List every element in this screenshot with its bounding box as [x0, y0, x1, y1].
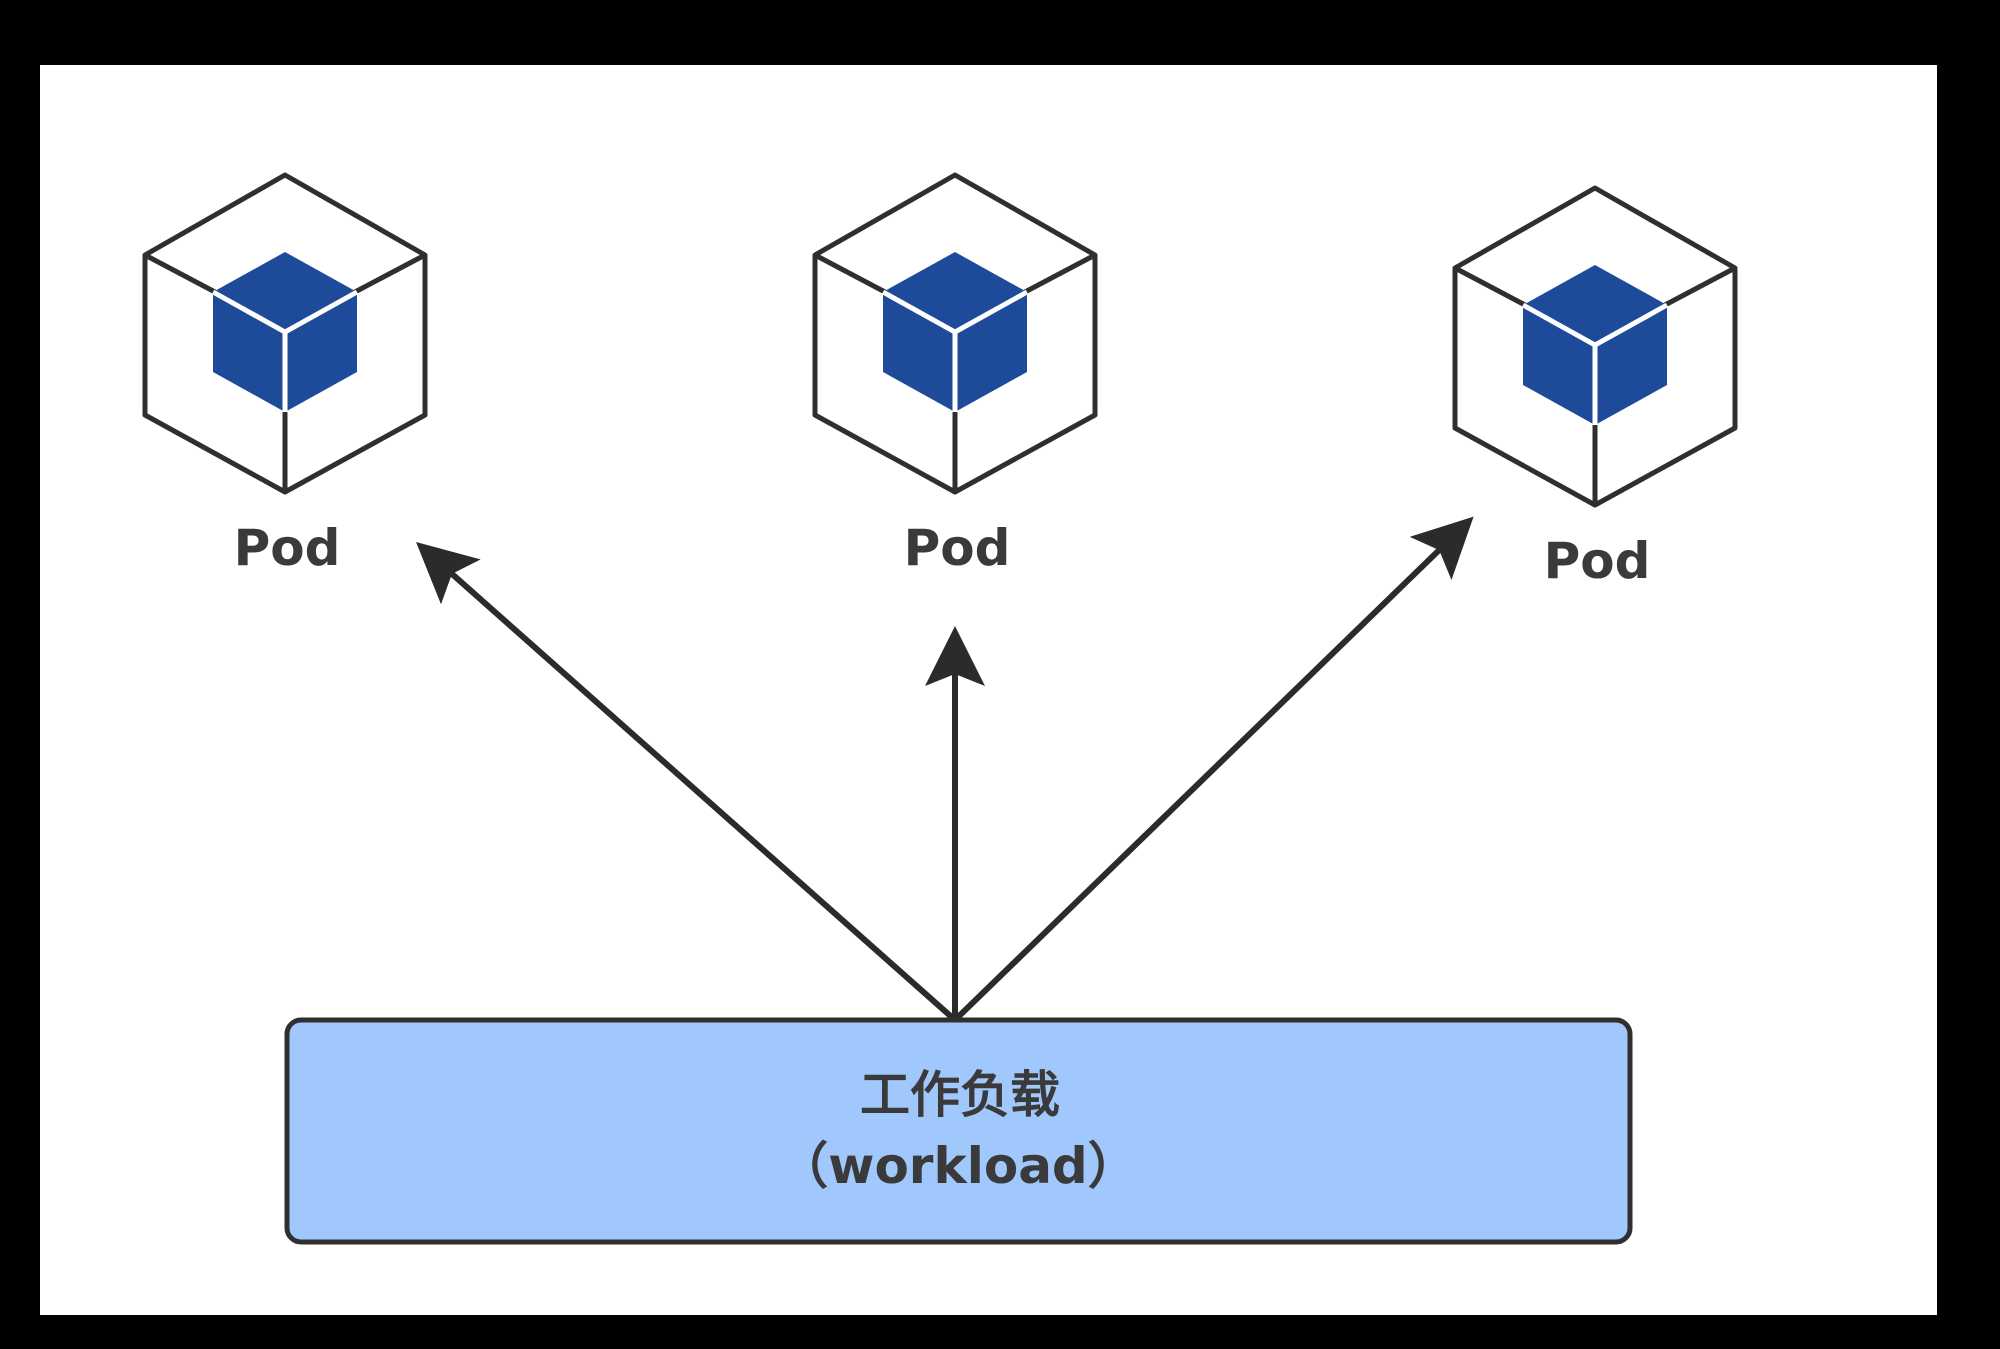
pod-label: Pod	[904, 519, 1011, 577]
arrow-to-pod-3	[952, 516, 1474, 1023]
pod-node-2: Pod	[812, 172, 1098, 577]
pod-label: Pod	[1544, 532, 1651, 590]
pod-label: Pod	[234, 519, 341, 577]
pod-node-1: Pod	[142, 172, 428, 577]
arrow-to-pod-1	[416, 542, 957, 1023]
workload-box: 工作负载 （workload）	[284, 1017, 1633, 1245]
pod-cube-icon	[142, 172, 428, 495]
workload-subtitle: （workload）	[778, 1137, 1137, 1195]
pod-cube-icon	[812, 172, 1098, 495]
pod-cube-icon	[1452, 185, 1738, 508]
workload-title: 工作负载	[860, 1066, 1060, 1124]
pod-node-3: Pod	[1452, 185, 1738, 590]
